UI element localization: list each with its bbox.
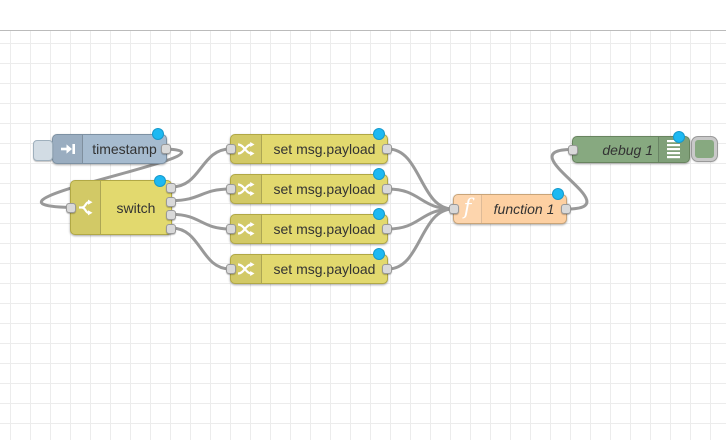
node-change-3[interactable]: set msg.payload xyxy=(226,208,392,244)
canvas-outside-area xyxy=(0,0,726,31)
node-debug[interactable]: debug 1 xyxy=(568,131,717,163)
output-port[interactable] xyxy=(161,144,171,154)
debug-enable-toggle-button[interactable] xyxy=(692,137,717,161)
flow-canvas[interactable] xyxy=(0,31,726,440)
output-port-2[interactable] xyxy=(166,196,176,207)
node-label: set msg.payload xyxy=(273,221,376,237)
inject-arrow-icon xyxy=(53,135,83,163)
shuffle-icon xyxy=(231,255,262,283)
inject-button[interactable] xyxy=(33,140,53,161)
wire-timestamp-to-switch[interactable] xyxy=(39,147,184,209)
input-port[interactable] xyxy=(449,204,459,214)
input-port[interactable] xyxy=(226,144,236,154)
shuffle-icon xyxy=(231,135,262,163)
wire-switch-out4-to-change4[interactable] xyxy=(170,226,232,271)
node-function[interactable]: f function 1 xyxy=(449,188,571,224)
input-port[interactable] xyxy=(568,144,578,155)
wire-switch-out3-to-change3[interactable] xyxy=(170,212,232,231)
node-timestamp[interactable]: timestamp xyxy=(33,128,171,164)
changed-indicator xyxy=(373,208,385,220)
input-port[interactable] xyxy=(226,264,236,274)
changed-indicator xyxy=(152,128,164,140)
wire-function-to-debug[interactable] xyxy=(550,148,589,211)
changed-indicator xyxy=(673,131,685,143)
output-port-1[interactable] xyxy=(166,182,176,193)
debug-list-icon xyxy=(658,137,689,162)
input-port[interactable] xyxy=(66,202,76,213)
node-change-1[interactable]: set msg.payload xyxy=(226,128,392,164)
node-label: timestamp xyxy=(92,141,157,157)
changed-indicator xyxy=(373,128,385,140)
node-change-2[interactable]: set msg.payload xyxy=(226,168,392,204)
node-label: switch xyxy=(116,199,156,216)
changed-indicator xyxy=(373,168,385,180)
output-port[interactable] xyxy=(561,204,571,214)
node-switch[interactable]: switch xyxy=(66,175,176,235)
input-port[interactable] xyxy=(226,184,236,194)
changed-indicator xyxy=(552,188,564,200)
wire-change4-to-function[interactable] xyxy=(386,207,455,271)
switch-split-icon xyxy=(71,181,101,234)
output-port[interactable] xyxy=(382,144,392,154)
node-label: debug 1 xyxy=(602,141,653,158)
node-change-4[interactable]: set msg.payload xyxy=(226,248,392,284)
shuffle-icon xyxy=(231,215,262,243)
output-port-3[interactable] xyxy=(166,210,176,221)
output-port[interactable] xyxy=(382,264,392,274)
output-port[interactable] xyxy=(382,184,392,194)
input-port[interactable] xyxy=(226,224,236,234)
wire-switch-out1-to-change1[interactable] xyxy=(170,147,232,189)
node-label: set msg.payload xyxy=(273,181,376,197)
output-port-4[interactable] xyxy=(166,224,176,235)
changed-indicator xyxy=(373,248,385,260)
wire-switch-out2-to-change2[interactable] xyxy=(170,187,232,203)
node-label: set msg.payload xyxy=(273,141,376,157)
output-port[interactable] xyxy=(382,224,392,234)
node-label: function 1 xyxy=(493,201,555,217)
changed-indicator xyxy=(154,175,166,187)
node-label: set msg.payload xyxy=(273,261,376,277)
shuffle-icon xyxy=(231,175,262,203)
wire-change1-to-function[interactable] xyxy=(386,147,455,211)
